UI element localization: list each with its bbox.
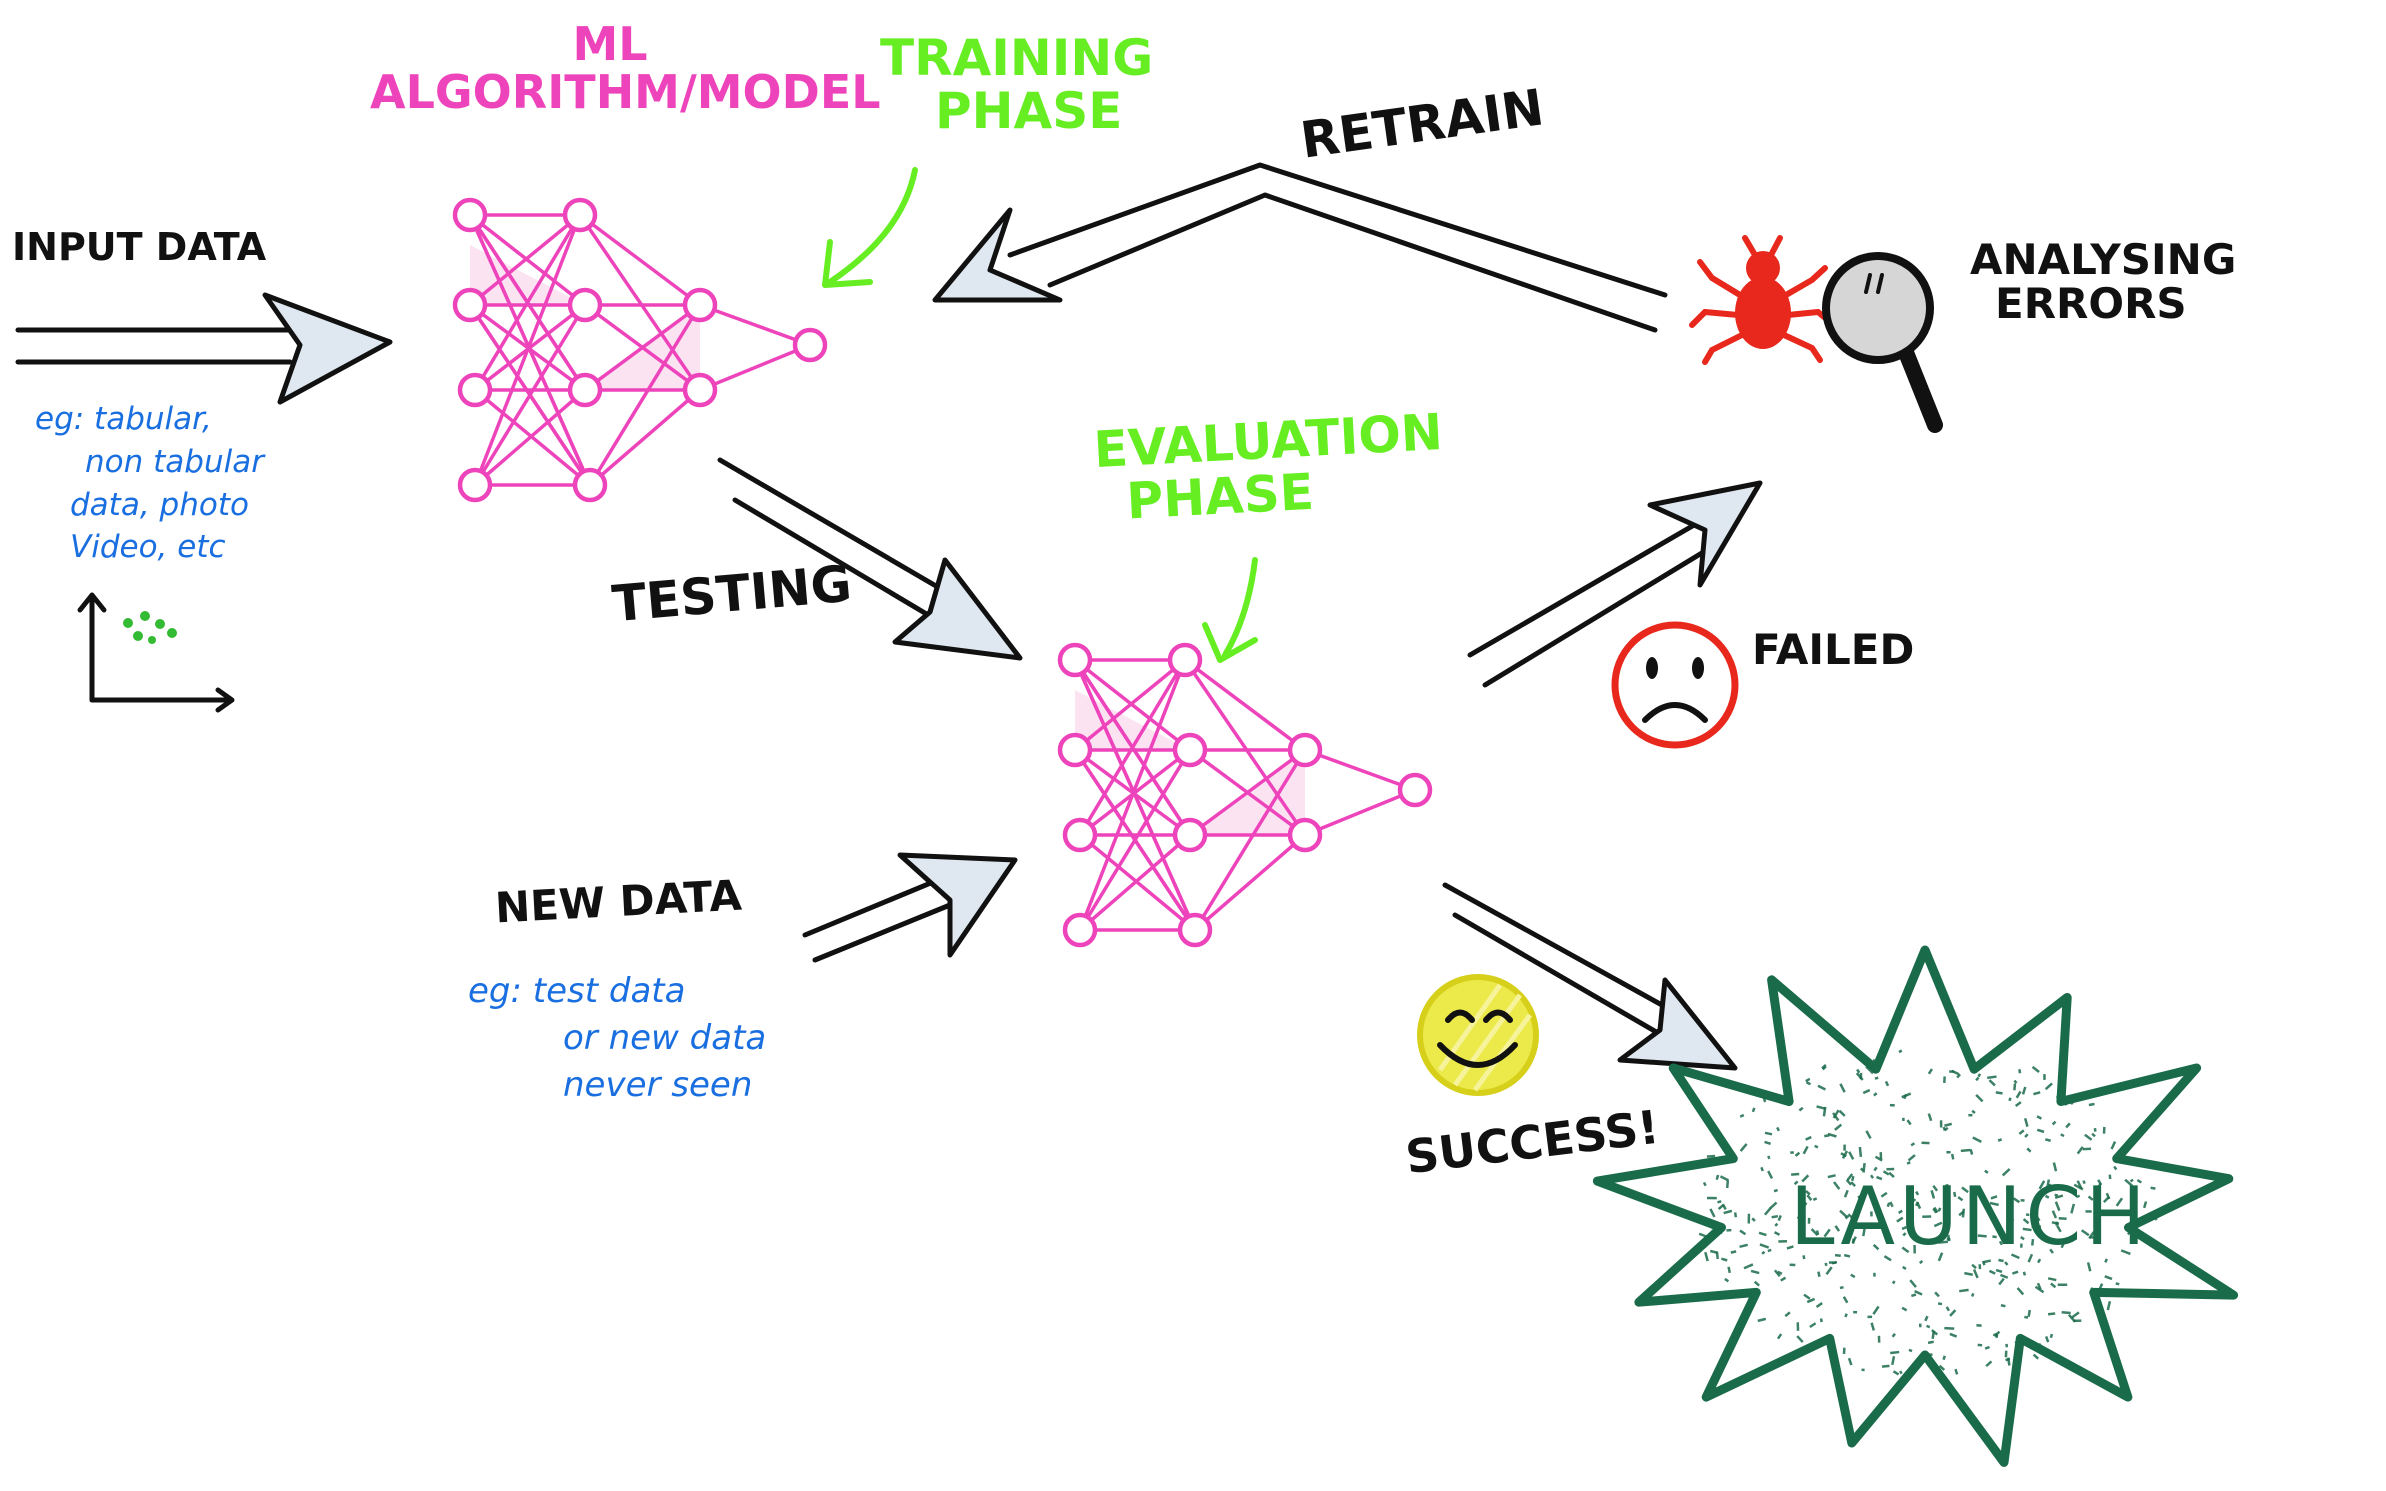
ml-model-label-line1: ML	[572, 17, 648, 71]
network-node	[1172, 732, 1208, 768]
new-data-examples-line3: never seen	[563, 1064, 753, 1105]
new-data-examples-note: eg: test data or new data never seen	[468, 968, 766, 1109]
evaluation-neural-network	[1057, 642, 1433, 948]
network-node	[1177, 912, 1213, 948]
input-examples-note: eg: tabular, non tabular data, photo Vid…	[35, 398, 264, 569]
magnifier-icon	[1822, 252, 1943, 433]
network-node	[682, 287, 718, 323]
network-node	[1172, 817, 1208, 853]
network-node	[1287, 732, 1323, 768]
input-arrow	[15, 292, 393, 405]
training-phase-label-line2: PHASE	[935, 81, 1123, 140]
network-node	[1287, 817, 1323, 853]
network-node	[457, 467, 493, 503]
analysing-errors-line2: ERRORS	[1995, 279, 2187, 329]
training-phase-label-line1: TRAINING	[880, 29, 1154, 87]
testing-arrow	[717, 457, 1023, 661]
happy-face-icon	[1417, 974, 1539, 1096]
new-data-examples-line2: or new data	[563, 1017, 767, 1058]
success-arrow	[1442, 882, 1738, 1071]
network-node	[572, 467, 608, 503]
retrain-arrow	[932, 162, 1668, 333]
input-examples-line4: Video, etc	[70, 529, 226, 566]
network-node	[1062, 912, 1098, 948]
launch-label: LAUNCH	[1790, 1170, 2150, 1263]
network-node	[1167, 642, 1203, 678]
network-node	[792, 327, 828, 363]
input-examples-line2: non tabular	[85, 443, 264, 480]
input-data-label: INPUT DATA	[12, 225, 267, 269]
network-node	[1062, 817, 1098, 853]
network-node	[1057, 732, 1093, 768]
evaluation-phase-pointer	[1202, 557, 1258, 663]
sad-face-icon	[1611, 621, 1739, 749]
training-neural-network	[452, 197, 828, 503]
network-node	[682, 372, 718, 408]
failed-arrow	[1467, 480, 1763, 688]
network-node	[452, 197, 488, 233]
training-phase-pointer	[822, 167, 918, 288]
network-node	[562, 197, 598, 233]
network-node	[457, 372, 493, 408]
training-phase-label: TRAINING PHASE	[880, 32, 1153, 137]
network-node	[1397, 772, 1433, 808]
network-node	[567, 372, 603, 408]
input-examples-line1: eg: tabular,	[35, 401, 212, 437]
ml-model-label-line2: ALGORITHM/MODEL	[370, 65, 881, 120]
new-data-examples-line1: eg: test data	[468, 971, 686, 1011]
analysing-errors-label: ANALYSING ERRORS	[1970, 235, 2237, 329]
network-node	[1057, 642, 1093, 678]
input-examples-line3: data, photo	[70, 486, 249, 523]
evaluation-phase-label: EVALUATION PHASE	[1092, 403, 1446, 530]
launch-burst-icon	[1592, 945, 2239, 1467]
scatter-axes-icon	[77, 592, 235, 713]
new-data-arrow	[802, 852, 1018, 963]
bug-icon	[1689, 235, 1833, 365]
failed-label: FAILED	[1752, 625, 1915, 674]
ml-model-label: ML ALGORITHM/MODEL	[370, 17, 881, 120]
network-node	[452, 287, 488, 323]
network-node	[567, 287, 603, 323]
analysing-errors-line1: ANALYSING	[1970, 235, 2237, 284]
